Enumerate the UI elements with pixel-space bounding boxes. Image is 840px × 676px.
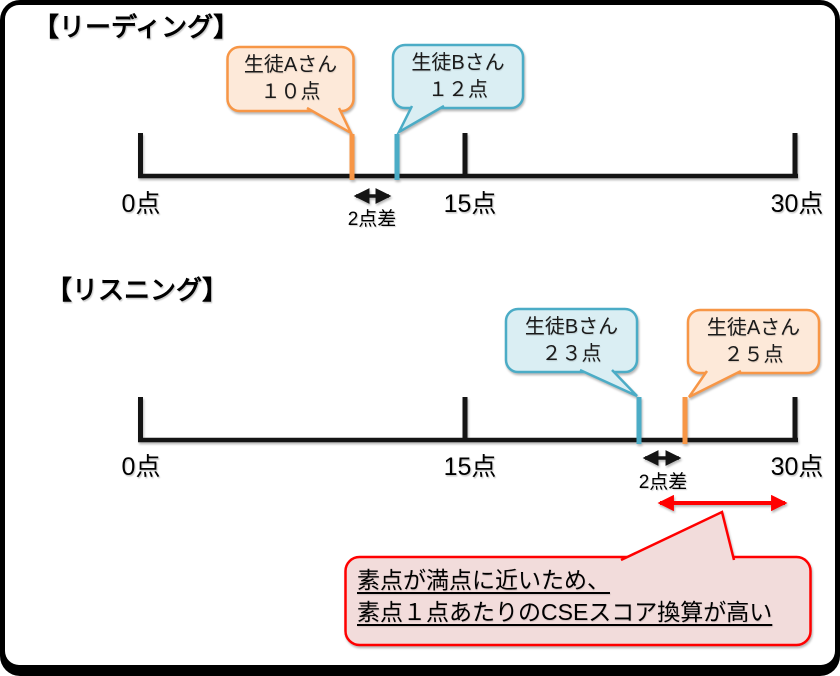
reading-callout-a-text: 生徒Aさん １０点 <box>227 47 354 111</box>
listening-callout-a-text: 生徒Aさん ２５点 <box>688 310 819 373</box>
listening-tick-label-15: 15点 <box>443 453 497 481</box>
reading-student-a-score: １０点 <box>260 81 321 103</box>
listening-student-a-name: 生徒Aさん <box>706 316 801 339</box>
reading-gap-label: 2点差 <box>347 209 397 230</box>
listening-tick-label-0: 0点 <box>121 453 161 481</box>
listening-callout-b-text: 生徒Bさん ２３点 <box>506 309 637 372</box>
reading-student-a-name: 生徒Aさん <box>243 54 338 76</box>
listening-student-b-score: ２３点 <box>541 342 602 365</box>
reading-tick-label-30: 30点 <box>770 190 824 218</box>
listening-section-title: 【リスニング】 <box>46 275 229 305</box>
note-line-2: 素点１点あたりのCSEスコア換算が高い <box>357 599 773 625</box>
listening-tick-label-30: 30点 <box>770 453 824 481</box>
reading-student-b-score: １２点 <box>428 78 488 101</box>
reading-tick-label-15: 15点 <box>443 190 497 218</box>
listening-gap-label: 2点差 <box>638 472 688 493</box>
reading-tick-label-0: 0点 <box>121 190 161 218</box>
note-text: 素点が満点に近いため、 素点１点あたりのCSEスコア換算が高い <box>357 564 772 628</box>
listening-student-b-name: 生徒Bさん <box>524 315 619 338</box>
note-line-1: 素点が満点に近いため、 <box>357 567 610 593</box>
reading-student-b-name: 生徒Bさん <box>411 51 505 74</box>
listening-student-a-score: ２５点 <box>723 343 784 366</box>
reading-callout-b-text: 生徒Bさん １２点 <box>393 45 523 108</box>
reading-section-title: 【リーディング】 <box>33 12 240 42</box>
